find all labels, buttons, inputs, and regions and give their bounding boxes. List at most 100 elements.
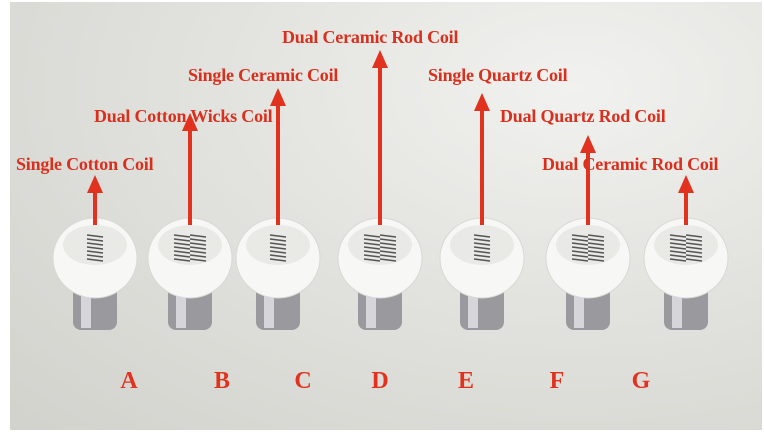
coil-wire-d [379,250,397,254]
coil-wire-e [473,242,491,246]
coil-wire-a [86,238,104,242]
coil-wire-d [363,242,381,246]
coil-wire-e [473,246,491,250]
coil-wire-b [173,246,191,250]
coil-wire-a [86,242,104,246]
coil-wire-e [473,258,491,262]
coil-wire-g [685,258,703,262]
coil-wire-g [685,242,703,246]
coil-wire-f [571,254,589,258]
letter-e: E [457,368,475,394]
coil-wire-b [189,238,207,242]
label-e: Single Quartz Coil [428,65,568,85]
metal-highlight-g [672,278,682,328]
coil-wire-c [269,258,287,262]
coil-wire-g [669,250,687,254]
letter-f: F [549,368,565,394]
coil-wire-d [363,234,381,238]
coil-wire-f [587,234,605,238]
letter-b: B [213,368,231,394]
label-a: Single Cotton Coil [16,154,154,174]
coil-wire-e [473,254,491,258]
coil-wire-g [669,234,687,238]
coil-wire-b [173,238,191,242]
coil-wire-d [363,246,381,250]
coil-wire-g [669,258,687,262]
arrow-head-e [474,93,490,111]
coil-wire-a [86,254,104,258]
coil-wire-c [269,246,287,250]
coil-wire-f [571,258,589,262]
coil-wire-g [685,234,703,238]
coil-wire-c [269,242,287,246]
coil-wire-b [173,254,191,258]
coil-wire-b [189,242,207,246]
coil-wire-e [473,234,491,238]
coil-wire-d [363,238,381,242]
coil-wire-b [173,258,191,262]
coil-wire-g [685,250,703,254]
coil-wire-b [173,250,191,254]
coil-wire-d [379,242,397,246]
arrow-head-d [372,50,388,68]
coil-wire-f [571,242,589,246]
letter-a: A [120,368,138,394]
metal-highlight-e [468,278,478,328]
coil-wire-a [86,234,104,238]
arrow-head-b [182,113,198,131]
coil-wire-d [363,250,381,254]
coil-wire-f [571,238,589,242]
metal-highlight-d [366,278,376,328]
coil-wire-d [379,246,397,250]
cup-opening-e [450,225,514,265]
label-g: Dual Ceramic Rod Coil [542,154,719,174]
coil-wire-f [571,246,589,250]
coil-wire-e [473,238,491,242]
metal-highlight-c [264,278,274,328]
coil-wire-b [189,250,207,254]
letter-d: D [371,368,389,394]
coil-wire-d [379,258,397,262]
coil-wire-e [473,250,491,254]
coil-wire-c [269,238,287,242]
coil-wire-f [571,234,589,238]
label-f: Dual Quartz Rod Coil [500,106,666,126]
coil-wire-f [587,242,605,246]
coil-wire-g [669,238,687,242]
metal-highlight-f [574,278,584,328]
product-photo [10,2,762,430]
coil-wire-d [379,238,397,242]
coil-wire-a [86,246,104,250]
arrow-head-c [270,88,286,106]
label-d: Dual Ceramic Rod Coil [282,27,459,47]
coil-wire-g [669,246,687,250]
coil-wire-a [86,250,104,254]
coil-wire-b [189,234,207,238]
coil-wire-g [669,242,687,246]
coil-wire-b [189,246,207,250]
label-c: Single Ceramic Coil [188,65,339,85]
arrow-head-a [87,175,103,193]
metal-highlight-a [81,278,91,328]
cup-opening-a [63,225,127,265]
coil-wire-a [86,258,104,262]
letter-g: G [631,368,651,394]
coil-wire-f [587,238,605,242]
coil-wire-g [685,246,703,250]
coil-wire-f [587,258,605,262]
metal-highlight-b [176,278,186,328]
coil-wire-b [189,258,207,262]
coil-wire-b [173,242,191,246]
coil-wire-b [173,234,191,238]
coil-wire-g [685,254,703,258]
coil-wire-f [571,250,589,254]
coil-wire-g [669,254,687,258]
arrow-head-f [580,135,596,153]
label-b: Dual Cotton Wicks Coil [94,106,273,126]
letter-c: C [294,368,312,394]
coil-wire-d [363,254,381,258]
coil-wire-d [379,254,397,258]
coil-wire-b [189,254,207,258]
coil-wire-c [269,234,287,238]
